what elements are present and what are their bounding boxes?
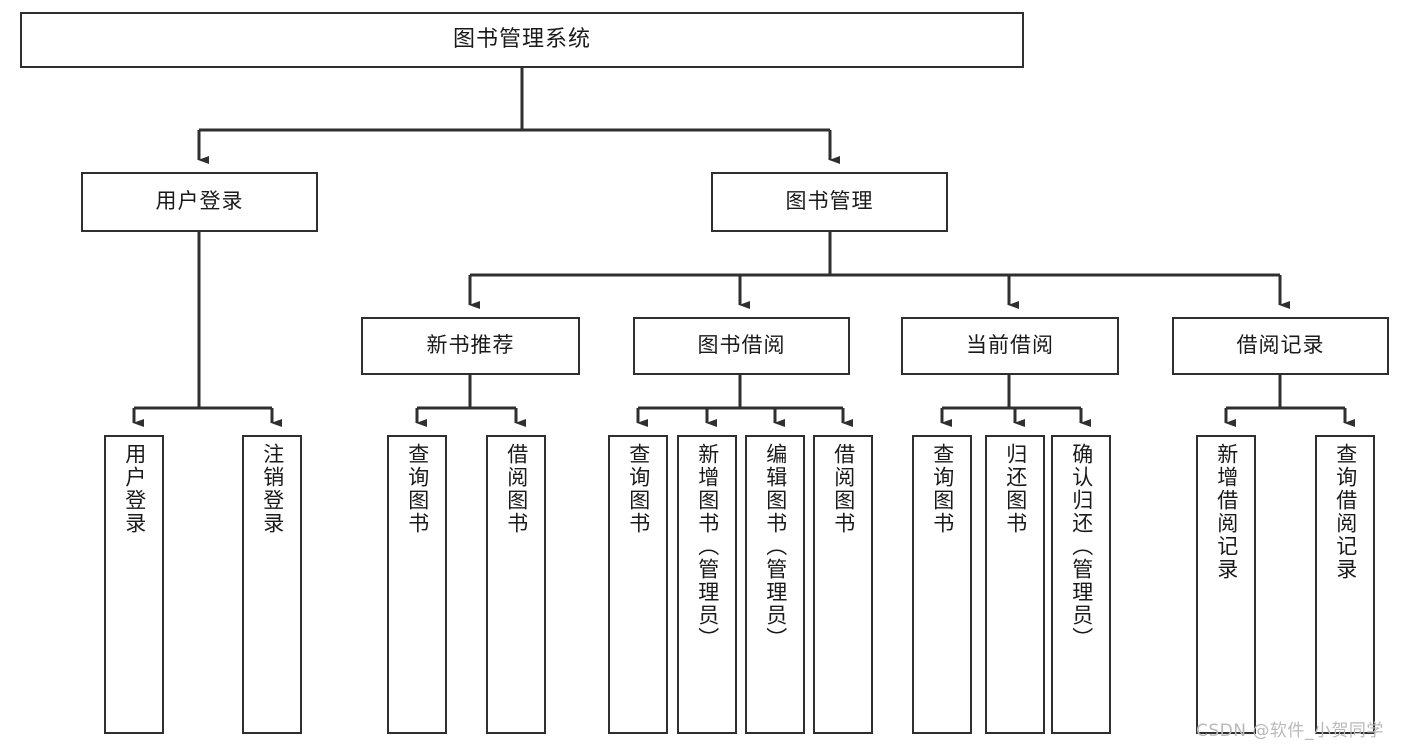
leaf-query-book-current-label: 查询图书 xyxy=(930,443,955,535)
leaf-add-borrow-record[interactable]: 新增借阅记录 xyxy=(1196,435,1256,734)
node-current-borrow-label: 当前借阅 xyxy=(966,333,1054,358)
node-book-borrow-label: 图书借阅 xyxy=(697,333,786,358)
leaf-query-book-recommend-label: 查询图书 xyxy=(405,443,430,535)
node-current-borrow[interactable]: 当前借阅 xyxy=(901,317,1119,375)
leaf-user-login-label: 用户登录 xyxy=(122,443,147,535)
node-borrow-record-label: 借阅记录 xyxy=(1236,333,1325,358)
leaf-confirm-return-admin-label: 确认归还（管理员） xyxy=(1069,443,1094,650)
leaf-query-book-recommend[interactable]: 查询图书 xyxy=(387,435,447,734)
leaf-query-borrow-record[interactable]: 查询借阅记录 xyxy=(1315,435,1375,734)
leaf-borrow-book[interactable]: 借阅图书 xyxy=(813,435,873,734)
leaf-return-book[interactable]: 归还图书 xyxy=(985,435,1045,734)
leaf-return-book-label: 归还图书 xyxy=(1003,443,1028,535)
leaf-logout-label: 注销登录 xyxy=(260,443,285,535)
leaf-borrow-book-label: 借阅图书 xyxy=(831,443,856,535)
leaf-logout[interactable]: 注销登录 xyxy=(242,435,302,734)
node-root-label: 图书管理系统 xyxy=(452,26,591,52)
node-new-book-recommend-label: 新书推荐 xyxy=(426,333,515,358)
node-user-login-label: 用户登录 xyxy=(155,189,244,214)
node-book-borrow[interactable]: 图书借阅 xyxy=(633,317,850,375)
leaf-edit-book-admin-label: 编辑图书（管理员） xyxy=(763,443,788,650)
node-book-management[interactable]: 图书管理 xyxy=(711,172,948,232)
node-book-management-label: 图书管理 xyxy=(785,189,874,214)
node-root[interactable]: 图书管理系统 xyxy=(20,12,1024,68)
csdn-watermark: CSDN @软件_小贺同学 xyxy=(1196,721,1384,741)
leaf-query-book-borrow[interactable]: 查询图书 xyxy=(608,435,668,734)
leaf-edit-book-admin[interactable]: 编辑图书（管理员） xyxy=(745,435,805,734)
leaf-user-login[interactable]: 用户登录 xyxy=(104,435,164,734)
node-new-book-recommend[interactable]: 新书推荐 xyxy=(361,317,580,375)
leaf-add-borrow-record-label: 新增借阅记录 xyxy=(1214,443,1239,581)
leaf-add-book-admin[interactable]: 新增图书（管理员） xyxy=(677,435,737,734)
node-user-login[interactable]: 用户登录 xyxy=(81,172,318,232)
leaf-borrow-book-recommend[interactable]: 借阅图书 xyxy=(486,435,546,734)
leaf-borrow-book-recommend-label: 借阅图书 xyxy=(504,443,529,535)
leaf-confirm-return-admin[interactable]: 确认归还（管理员） xyxy=(1051,435,1111,734)
node-borrow-record[interactable]: 借阅记录 xyxy=(1172,317,1389,375)
leaf-query-book-current[interactable]: 查询图书 xyxy=(912,435,972,734)
leaf-query-book-borrow-label: 查询图书 xyxy=(626,443,651,535)
leaf-add-book-admin-label: 新增图书（管理员） xyxy=(695,443,720,650)
leaf-query-borrow-record-label: 查询借阅记录 xyxy=(1333,443,1358,581)
